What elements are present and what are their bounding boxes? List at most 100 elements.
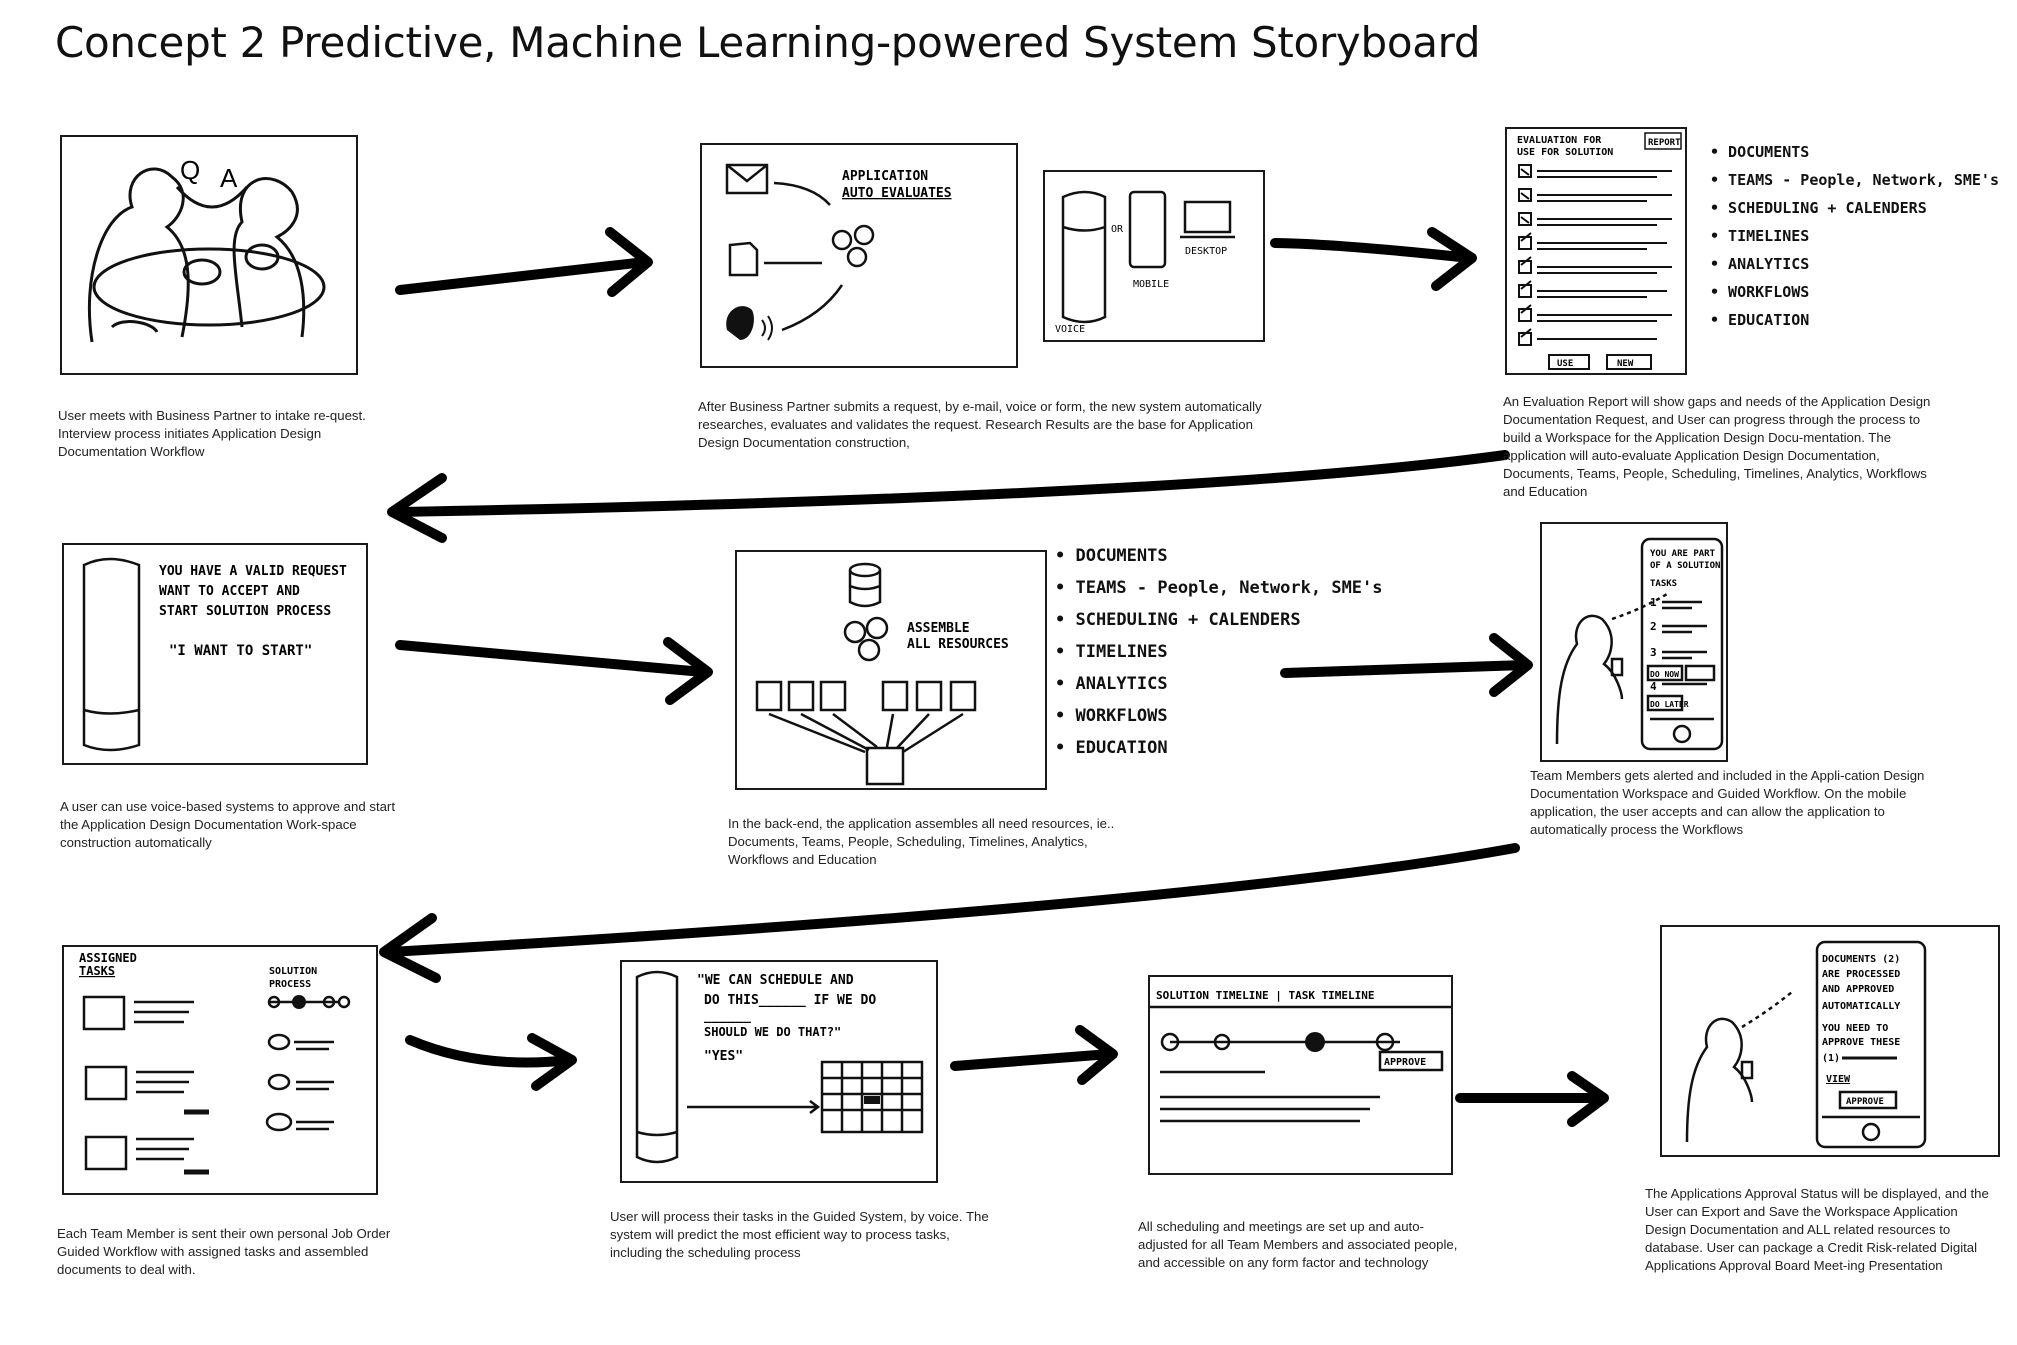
- caption-2: After Business Partner submits a request…: [698, 399, 1262, 450]
- gear-icon: [831, 229, 853, 251]
- arrow-2-3: [1270, 227, 1477, 291]
- caption-5: In the back-end, the application assembl…: [728, 816, 1115, 867]
- panel-5-assemble: ASSEMBLE ALL RESOURCES: [735, 550, 1047, 790]
- resource-item: • EDUCATION: [1710, 311, 1810, 329]
- arrow-9-10: [1455, 1071, 1609, 1127]
- resource-item: • EDUCATION: [1055, 738, 1168, 758]
- accept-text: WANT TO ACCEPT AND: [159, 584, 300, 599]
- new-label: NEW: [1617, 359, 1634, 369]
- approve-label: APPROVE: [1384, 1057, 1426, 1068]
- schedule-quote-1: "WE CAN SCHEDULE AND: [697, 973, 854, 988]
- solution-heading: USE FOR SOLUTION: [1517, 147, 1613, 158]
- arrow-8-9: [950, 1025, 1118, 1085]
- approve-label: APPROVE: [1846, 1097, 1884, 1107]
- start-process-text: START SOLUTION PROCESS: [159, 604, 331, 619]
- caption-4: A user can use voice-based systems to ap…: [60, 799, 395, 850]
- panel-2-auto-evaluate: APPLICATION AUTO EVALUATES: [700, 143, 1018, 368]
- task-number: 1: [1650, 596, 1657, 609]
- report-label: REPORT: [1648, 138, 1681, 148]
- email-icon: [725, 163, 769, 195]
- panel-6-mobile-alert: YOU ARE PART OF A SOLUTION TASKS 1 2 3 4…: [1540, 522, 1728, 762]
- task-number: 2: [1650, 620, 1657, 633]
- tasks-label: TASKS: [1650, 579, 1677, 589]
- item-number: (1): [1822, 1053, 1840, 1064]
- person-figure: [1685, 1017, 1754, 1143]
- panel-9-timeline: SOLUTION TIMELINE | TASK TIMELINE APPROV…: [1148, 975, 1453, 1175]
- caption-1: User meets with Business Partner to inta…: [58, 408, 366, 459]
- panel-10-approval-status: DOCUMENTS (2) ARE PROCESSED AND APPROVED…: [1660, 925, 2000, 1157]
- status-line: DOCUMENTS (2): [1822, 954, 1900, 965]
- arrow-7-8: [405, 1033, 577, 1091]
- resource-item: • ANALYTICS: [1710, 255, 1810, 273]
- or-label: OR: [1111, 224, 1124, 235]
- resource-list-top: • DOCUMENTS • TEAMS - People, Network, S…: [1710, 138, 1999, 334]
- schedule-quote-3: ______: [704, 1009, 751, 1024]
- caption-3: An Evaluation Report will show gaps and …: [1503, 394, 1931, 499]
- arrow-5-6: [1280, 633, 1533, 697]
- a-label: A: [220, 163, 238, 193]
- tasks-label: TASKS: [79, 964, 115, 978]
- document-icon: [728, 241, 759, 277]
- all-resources-label: ALL RESOURCES: [907, 637, 1009, 652]
- auto-evaluates-label: AUTO EVALUATES: [842, 186, 952, 201]
- devices-sketch: OR MOBILE DESKTOP VOICE: [1055, 190, 1235, 335]
- timeline-tabs: SOLUTION TIMELINE | TASK TIMELINE: [1156, 989, 1375, 1002]
- arrow-4-5: [395, 637, 713, 705]
- mobile-label: MOBILE: [1133, 279, 1169, 290]
- assembled-box: [865, 746, 905, 786]
- panel-4-voice-approve: YOU HAVE A VALID REQUEST WANT TO ACCEPT …: [62, 543, 368, 765]
- do-later-button: DO LATER: [1650, 700, 1689, 709]
- voice-speaker-icon: [1061, 190, 1107, 324]
- report-button: [1644, 132, 1682, 150]
- use-label: USE: [1557, 359, 1573, 369]
- resource-item: • DOCUMENTS: [1710, 143, 1810, 161]
- mobile-alert-sketch: YOU ARE PART OF A SOLUTION TASKS 1 2 3 4…: [1555, 537, 1724, 751]
- panel-7-assigned-tasks: ASSIGNED TASKS SOLUTION PROCESS: [62, 945, 378, 1195]
- voice-label: VOICE: [1055, 324, 1085, 335]
- person-figure: [1555, 614, 1624, 745]
- voice-approve-sketch: YOU HAVE A VALID REQUEST WANT TO ACCEPT …: [82, 557, 347, 752]
- meeting-sketch: Q A: [87, 155, 326, 343]
- voice-schedule-sketch: "WE CAN SCHEDULE AND DO THIS______ IF WE…: [635, 970, 924, 1164]
- resource-item: • WORKFLOWS: [1055, 706, 1168, 726]
- phone-frame: [1815, 940, 1927, 1149]
- schedule-quote-4: SHOULD WE DO THAT?": [704, 1025, 841, 1039]
- status-line: ARE PROCESSED: [1822, 969, 1900, 980]
- valid-request-text: YOU HAVE A VALID REQUEST: [159, 564, 347, 579]
- new-button: [1606, 354, 1652, 370]
- assigned-tasks-sketch: ASSIGNED TASKS SOLUTION PROCESS: [79, 951, 351, 1175]
- resource-item: • TIMELINES: [1710, 227, 1810, 245]
- gear-icon: [843, 620, 867, 644]
- arrow-3-4: [387, 450, 1510, 543]
- approve-button: [1838, 1090, 1898, 1110]
- resource-item: • TEAMS - People, Network, SME's: [1055, 578, 1383, 598]
- caption-7: Each Team Member is sent their own perso…: [57, 1226, 391, 1277]
- yes-quote: "YES": [704, 1049, 743, 1064]
- view-link: VIEW: [1826, 1074, 1851, 1085]
- resource-item: • WORKFLOWS: [1710, 283, 1810, 301]
- use-button: [1548, 354, 1590, 370]
- solution-label: OF A SOLUTION: [1650, 561, 1720, 571]
- voice-speaker-icon: [82, 557, 141, 752]
- caption-9: All scheduling and meetings are set up a…: [1138, 1219, 1458, 1270]
- page-title: Concept 2 Predictive, Machine Learning-p…: [55, 18, 1481, 67]
- evaluation-report-sketch: EVALUATION FOR USE FOR SOLUTION REPORT U…: [1517, 132, 1682, 370]
- status-line: APPROVE THESE: [1822, 1037, 1900, 1048]
- panel-8-voice-schedule: "WE CAN SCHEDULE AND DO THIS______ IF WE…: [620, 960, 938, 1183]
- resource-item: • ANALYTICS: [1055, 674, 1168, 694]
- desktop-icon: [1183, 200, 1232, 234]
- q-label: Q: [180, 155, 200, 185]
- panel-2-devices: OR MOBILE DESKTOP VOICE: [1043, 170, 1265, 342]
- process-label: PROCESS: [269, 979, 311, 990]
- caption-8: User will process their tasks in the Gui…: [610, 1209, 989, 1260]
- timeline-sketch: SOLUTION TIMELINE | TASK TIMELINE APPROV…: [1150, 989, 1451, 1123]
- task-number: 3: [1650, 646, 1657, 659]
- status-line: YOU NEED TO: [1822, 1023, 1888, 1034]
- resource-item: • TIMELINES: [1055, 642, 1168, 662]
- resource-item: • SCHEDULING + CALENDERS: [1710, 199, 1927, 217]
- desktop-label: DESKTOP: [1185, 246, 1227, 257]
- voice-speaker-icon: [635, 970, 679, 1164]
- approval-status-sketch: DOCUMENTS (2) ARE PROCESSED AND APPROVED…: [1685, 940, 1927, 1149]
- voice-quote: "I WANT TO START": [169, 643, 312, 659]
